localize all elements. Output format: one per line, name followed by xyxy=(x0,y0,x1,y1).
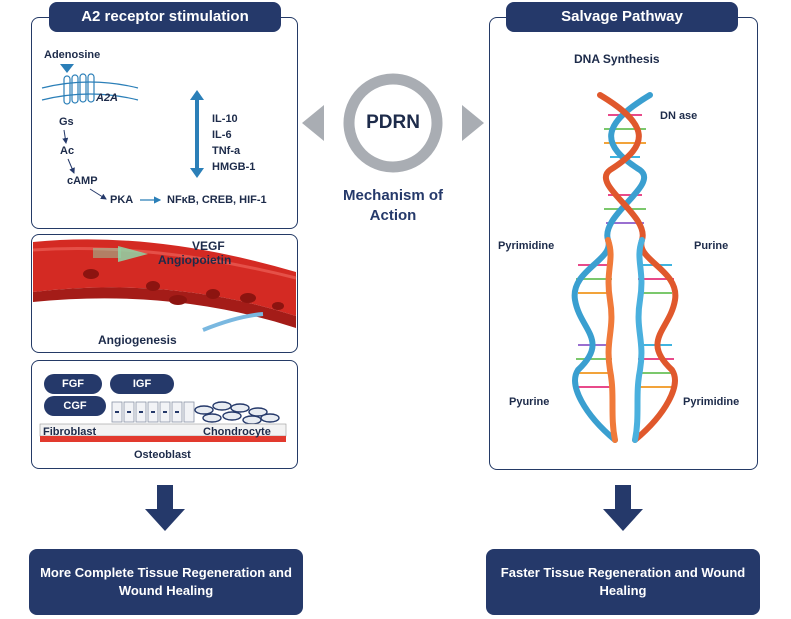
blood-vessel-illustration xyxy=(32,239,297,332)
mechanism-label: Mechanism of Action xyxy=(342,187,444,224)
up-down-arrow-icon xyxy=(190,90,204,178)
fibroblast-label: Fibroblast xyxy=(43,426,97,438)
factors-label: NFκB, CREB, HIF-1 xyxy=(167,194,267,206)
pdrn-ring-icon xyxy=(302,73,484,173)
adenosine-label: Adenosine xyxy=(44,49,101,61)
gs-label: Gs xyxy=(59,116,74,128)
dna-double-helix-illustration xyxy=(571,92,679,443)
pyurine-bottom-label: Pyurine xyxy=(509,396,550,408)
right-result-box: Faster Tissue Regeneration and Wound Hea… xyxy=(486,549,760,615)
chondrocyte-label: Chondrocyte xyxy=(203,426,271,438)
ac-label: Ac xyxy=(60,145,75,157)
a2a-label: A2A xyxy=(96,92,119,104)
adenosine-arrow-icon xyxy=(60,64,74,73)
pdrn-title: PDRN xyxy=(366,112,420,133)
cytokine-1: IL-10 xyxy=(212,113,238,125)
pyrimidine-bottom-label: Pyrimidine xyxy=(683,396,740,408)
cytokine-2: IL-6 xyxy=(212,129,232,141)
cytokine-4: HMGB-1 xyxy=(212,161,256,173)
dnase-label: DN ase xyxy=(660,110,698,122)
cgf-badge: CGF xyxy=(44,396,106,416)
pka-label: PKA xyxy=(110,194,134,206)
tissue-cells-illustration xyxy=(39,401,287,442)
osteoblast-label: Osteoblast xyxy=(134,449,191,461)
angiopoietin-label: Angiopoietin xyxy=(158,253,232,267)
vegf-label: VEGF xyxy=(192,239,225,253)
igf-badge: IGF xyxy=(110,374,174,394)
receptor-membrane-diagram xyxy=(41,73,139,105)
angiogenesis-label: Angiogenesis xyxy=(98,333,177,347)
dna-synthesis-label: DNA Synthesis xyxy=(574,52,660,66)
pyrimidine-top-label: Pyrimidine xyxy=(498,240,555,252)
receptor-panel xyxy=(31,17,298,229)
left-down-arrow-icon xyxy=(145,485,185,531)
purine-top-label: Purine xyxy=(694,240,729,252)
fgf-badge: FGF xyxy=(44,374,102,394)
cytokine-3: TNf-a xyxy=(212,145,241,157)
left-header: A2 receptor stimulation xyxy=(49,2,281,32)
camp-label: cAMP xyxy=(67,175,98,187)
right-header: Salvage Pathway xyxy=(506,2,738,32)
right-down-arrow-icon xyxy=(603,485,643,531)
left-result-box: More Complete Tissue Regeneration and Wo… xyxy=(29,549,303,615)
salvage-panel xyxy=(489,17,758,470)
